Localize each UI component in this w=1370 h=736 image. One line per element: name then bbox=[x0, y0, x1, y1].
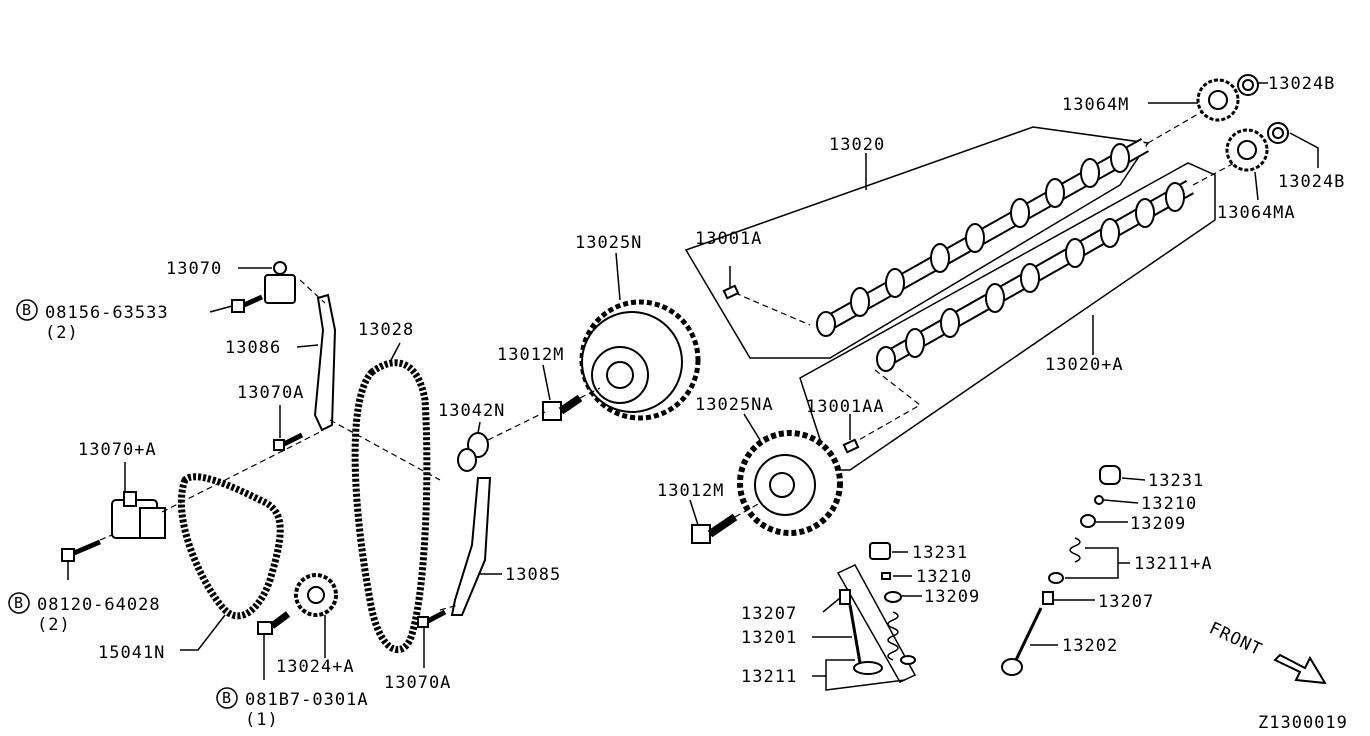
label-081B7-qty: (1) bbox=[245, 710, 279, 730]
label-13070A-top[interactable]: 13070A bbox=[237, 383, 304, 403]
valve-lifter-13231-left[interactable] bbox=[869, 542, 891, 560]
label-13086[interactable]: 13086 bbox=[225, 338, 281, 358]
label-13012M-bottom[interactable]: 13012M bbox=[657, 481, 724, 501]
bolt-13070A-upper[interactable] bbox=[273, 432, 304, 451]
label-13231-right[interactable]: 13231 bbox=[1148, 471, 1204, 491]
label-13070[interactable]: 13070 bbox=[166, 259, 222, 279]
camshaft-13020-box bbox=[684, 126, 1150, 359]
front-direction-arrow: FRONT bbox=[1206, 618, 1327, 685]
label-13231-left[interactable]: 13231 bbox=[912, 543, 968, 563]
cam-sprocket-13064MA[interactable] bbox=[1225, 128, 1269, 172]
camshaft-13020[interactable] bbox=[816, 138, 1149, 337]
bolt-13024B-lower[interactable] bbox=[1267, 122, 1289, 144]
label-13024B-bottom[interactable]: 13024B bbox=[1278, 172, 1345, 192]
timing-chain-15041N[interactable] bbox=[177, 473, 284, 620]
cam-gear-13025NA[interactable] bbox=[737, 430, 843, 536]
label-08156-63533[interactable]: 08156-63533 bbox=[45, 303, 169, 323]
label-15041N[interactable]: 15041N bbox=[98, 643, 165, 663]
label-13024plusA[interactable]: 13024+A bbox=[276, 657, 355, 677]
valve-retainer-13209-right[interactable] bbox=[1080, 514, 1096, 528]
svg-text:B: B bbox=[14, 594, 24, 612]
label-13202[interactable]: 13202 bbox=[1062, 636, 1118, 656]
bolt-13070A-lower[interactable] bbox=[417, 609, 447, 628]
label-13020[interactable]: 13020 bbox=[829, 135, 885, 155]
label-13070A-bottom[interactable]: 13070A bbox=[384, 673, 451, 693]
valve-keeper-13210-left[interactable] bbox=[881, 572, 891, 580]
marker-b-08156: B bbox=[16, 299, 38, 321]
label-13024B-top[interactable]: 13024B bbox=[1268, 74, 1335, 94]
label-13001AA[interactable]: 13001AA bbox=[806, 397, 885, 417]
spacer-13042N[interactable] bbox=[457, 432, 489, 472]
label-13209-right[interactable]: 13209 bbox=[1130, 514, 1186, 534]
label-13028[interactable]: 13028 bbox=[358, 320, 414, 340]
label-13025N[interactable]: 13025N bbox=[575, 233, 642, 253]
bolt-08120-64028[interactable] bbox=[61, 539, 101, 562]
valve-lifter-13231-right[interactable] bbox=[1099, 465, 1121, 485]
valve-seal-13207-right[interactable] bbox=[1042, 591, 1054, 605]
label-13209-left[interactable]: 13209 bbox=[924, 587, 980, 607]
label-13207-right[interactable]: 13207 bbox=[1098, 592, 1154, 612]
label-13001A[interactable]: 13001A bbox=[695, 229, 762, 249]
valve-group-box bbox=[836, 564, 917, 683]
bolt-081B7-0301A[interactable] bbox=[257, 611, 291, 635]
label-13201[interactable]: 13201 bbox=[741, 628, 797, 648]
timing-chain-13028[interactable] bbox=[351, 359, 431, 654]
camshaft-13020A[interactable] bbox=[876, 180, 1194, 372]
label-13210-left[interactable]: 13210 bbox=[916, 567, 972, 587]
label-13020plusA[interactable]: 13020+A bbox=[1045, 355, 1124, 375]
cam-gear-13025N[interactable] bbox=[579, 299, 701, 421]
valve-spring-13211plusA[interactable] bbox=[1048, 537, 1081, 584]
valve-spring-13211[interactable] bbox=[887, 611, 916, 665]
crank-sprocket-13024plusA[interactable] bbox=[294, 573, 338, 617]
bolt-08156-63533[interactable] bbox=[231, 294, 264, 313]
leader-lines bbox=[67, 82, 1319, 691]
tensioner-13070[interactable] bbox=[264, 261, 296, 304]
label-13210-right[interactable]: 13210 bbox=[1141, 494, 1197, 514]
label-08156-qty: (2) bbox=[45, 323, 79, 343]
svg-text:B: B bbox=[22, 301, 32, 319]
label-08120-qty: (2) bbox=[37, 615, 71, 635]
bolt-13024B-upper[interactable] bbox=[1237, 74, 1259, 96]
label-13211plusA[interactable]: 13211+A bbox=[1134, 554, 1213, 574]
bolt-13012M-lower[interactable] bbox=[691, 513, 738, 544]
label-13025NA[interactable]: 13025NA bbox=[695, 395, 774, 415]
label-13064M[interactable]: 13064M bbox=[1062, 95, 1129, 115]
bolt-13012M-upper[interactable] bbox=[542, 394, 583, 421]
label-13070plusA[interactable]: 13070+A bbox=[78, 440, 157, 460]
valve-retainer-13209-left[interactable] bbox=[884, 591, 902, 603]
marker-b-081B7: B bbox=[216, 687, 238, 709]
marker-b-08120: B bbox=[8, 592, 30, 614]
svg-text:B: B bbox=[222, 689, 232, 707]
label-13064MA[interactable]: 13064MA bbox=[1217, 203, 1296, 223]
label-13211[interactable]: 13211 bbox=[741, 667, 797, 687]
valve-intake-13201[interactable] bbox=[848, 604, 883, 675]
label-081B7-0301A[interactable]: 081B7-0301A bbox=[245, 690, 369, 710]
label-13085[interactable]: 13085 bbox=[505, 565, 561, 585]
label-08120-64028[interactable]: 08120-64028 bbox=[37, 595, 161, 615]
diagram-id: Z1300019 bbox=[1258, 713, 1348, 733]
cam-sprocket-13064M[interactable] bbox=[1196, 78, 1240, 122]
tensioner-13070plusA[interactable] bbox=[111, 491, 166, 539]
dowel-pin-13001A[interactable] bbox=[722, 284, 740, 300]
dowel-pin-13001AA[interactable] bbox=[842, 438, 860, 454]
valve-exhaust-13202[interactable] bbox=[1001, 607, 1043, 676]
front-label: FRONT bbox=[1206, 618, 1265, 660]
valve-seal-13207-left[interactable] bbox=[839, 589, 851, 605]
label-13012M-top[interactable]: 13012M bbox=[497, 345, 564, 365]
label-13042N[interactable]: 13042N bbox=[438, 401, 505, 421]
part-labels: 13070 08156-63533 (2) 13086 13070A 13070… bbox=[37, 74, 1348, 733]
chain-guide-13086[interactable] bbox=[313, 293, 337, 432]
label-13207-left[interactable]: 13207 bbox=[741, 604, 797, 624]
chain-guide-13085[interactable] bbox=[450, 477, 492, 616]
valve-keeper-13210-right[interactable] bbox=[1094, 495, 1104, 505]
